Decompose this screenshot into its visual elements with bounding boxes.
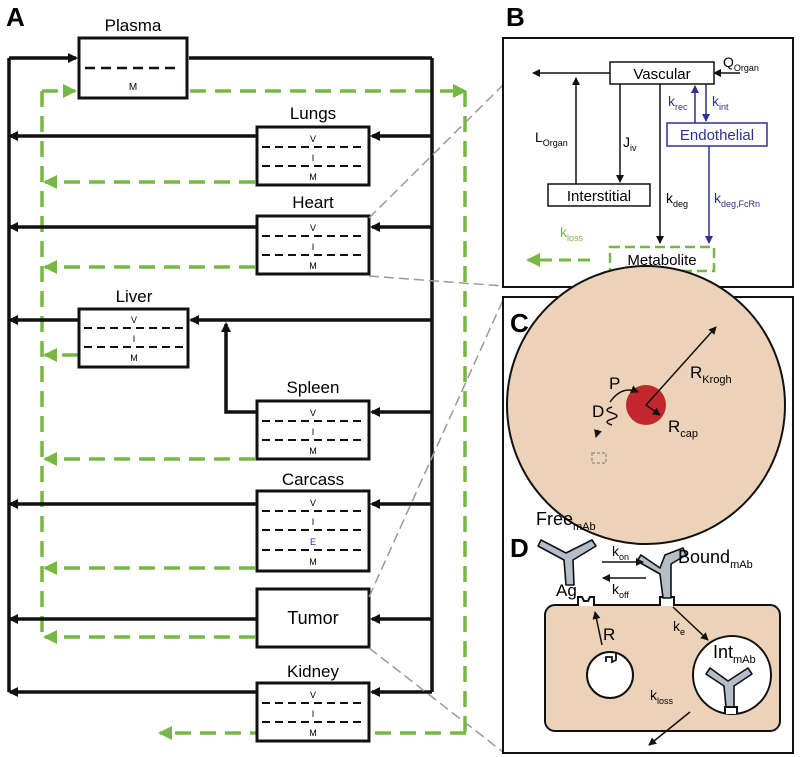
carcass-metabolite-label: M — [309, 557, 317, 567]
carcass-endothelial-label: E — [310, 537, 316, 547]
organ-tumor: Tumor — [255, 587, 371, 649]
r-label: R — [603, 625, 615, 644]
free-mab-label: FreemAb — [536, 509, 596, 533]
plasma-title: Plasma — [105, 16, 162, 35]
vascular-label: Vascular — [633, 66, 690, 83]
k-rec-label: krec — [668, 93, 688, 112]
plasma-sub-label: M — [129, 82, 137, 93]
panel-d-letter: D — [510, 533, 529, 563]
r-cap-label: Rcap — [668, 417, 698, 440]
diffusion-squiggle — [606, 406, 618, 426]
green-return-lines — [40, 84, 467, 740]
lungs-metabolite-label: M — [309, 172, 317, 182]
lungs-title: Lungs — [290, 104, 336, 123]
panel-cd: C P D RKrogh Rcap D — [502, 265, 794, 754]
spleen-title: Spleen — [287, 378, 340, 397]
panel-c-letter: C — [510, 308, 529, 338]
q-organ-label: QOrgan — [723, 54, 759, 73]
panel-a: A — [6, 2, 467, 743]
k-off-label: koff — [612, 581, 629, 600]
ag-label: Ag — [556, 581, 577, 600]
k-int-label: kint — [712, 93, 729, 112]
organ-kidney: Kidney V I M — [255, 662, 371, 743]
tumor-title: Tumor — [287, 608, 338, 628]
liver-vascular-label: V — [131, 315, 137, 325]
lungs-vascular-label: V — [310, 134, 316, 144]
free-antibody-icon — [537, 539, 597, 586]
recycling-endosome — [586, 651, 634, 699]
lungs-interstitial-label: I — [312, 153, 315, 163]
bound-mab-label: BoundmAb — [678, 547, 753, 571]
panel-a-letter: A — [6, 2, 25, 32]
spleen-interstitial-label: I — [312, 427, 315, 437]
spleen-metabolite-label: M — [309, 446, 317, 456]
heart-interstitial-label: I — [312, 242, 315, 252]
l-organ-label: LOrgan — [535, 129, 568, 148]
organ-spleen: Spleen V I M — [255, 378, 371, 461]
d-label: D — [592, 402, 604, 421]
kidney-title: Kidney — [287, 662, 339, 681]
organ-heart: Heart V I M — [255, 193, 371, 276]
k-deg-fcrn-label: kdeg,FcRn — [714, 190, 760, 209]
blood-flow-lines — [7, 53, 434, 697]
kidney-interstitial-label: I — [312, 709, 315, 719]
p-label: P — [609, 374, 620, 393]
metabolite-label: Metabolite — [627, 252, 696, 269]
internalized-antibody-icon — [705, 667, 753, 708]
organ-lungs: Lungs V I M — [255, 104, 371, 187]
k-deg-label: kdeg — [666, 190, 688, 209]
heart-metabolite-label: M — [309, 261, 317, 271]
k-loss-label-b: kloss — [560, 224, 584, 243]
carcass-interstitial-label: I — [312, 517, 315, 527]
carcass-title: Carcass — [282, 470, 344, 489]
panel-b: B Vascular Endothelial Interstitial Meta… — [502, 2, 794, 288]
heart-title: Heart — [292, 193, 334, 212]
k-loss-label-d: kloss — [650, 687, 674, 706]
panel-b-letter: B — [506, 2, 525, 32]
interstitial-label: Interstitial — [567, 188, 631, 205]
bound-antibody-icon — [636, 547, 687, 599]
liver-metabolite-label: M — [130, 353, 138, 363]
k-e-label: ke — [673, 618, 685, 637]
organ-plasma: Plasma M — [77, 16, 189, 100]
organ-liver: Liver V I M — [77, 287, 190, 369]
carcass-vascular-label: V — [310, 498, 316, 508]
heart-vascular-label: V — [310, 223, 316, 233]
j-iv-label: Jiv — [623, 134, 637, 153]
k-on-label: kon — [612, 543, 629, 562]
spleen-vascular-label: V — [310, 408, 316, 418]
liver-interstitial-label: I — [133, 334, 136, 344]
endothelial-label: Endothelial — [680, 127, 754, 144]
int-mab-label: IntmAb — [713, 642, 756, 666]
antigen-icon — [577, 596, 595, 606]
organ-carcass: Carcass V I E M — [255, 470, 371, 573]
r-krogh-label: RKrogh — [690, 363, 732, 386]
kidney-vascular-label: V — [310, 690, 316, 700]
liver-title: Liver — [116, 287, 153, 306]
zoom-region — [591, 452, 607, 464]
kidney-metabolite-label: M — [309, 728, 317, 738]
